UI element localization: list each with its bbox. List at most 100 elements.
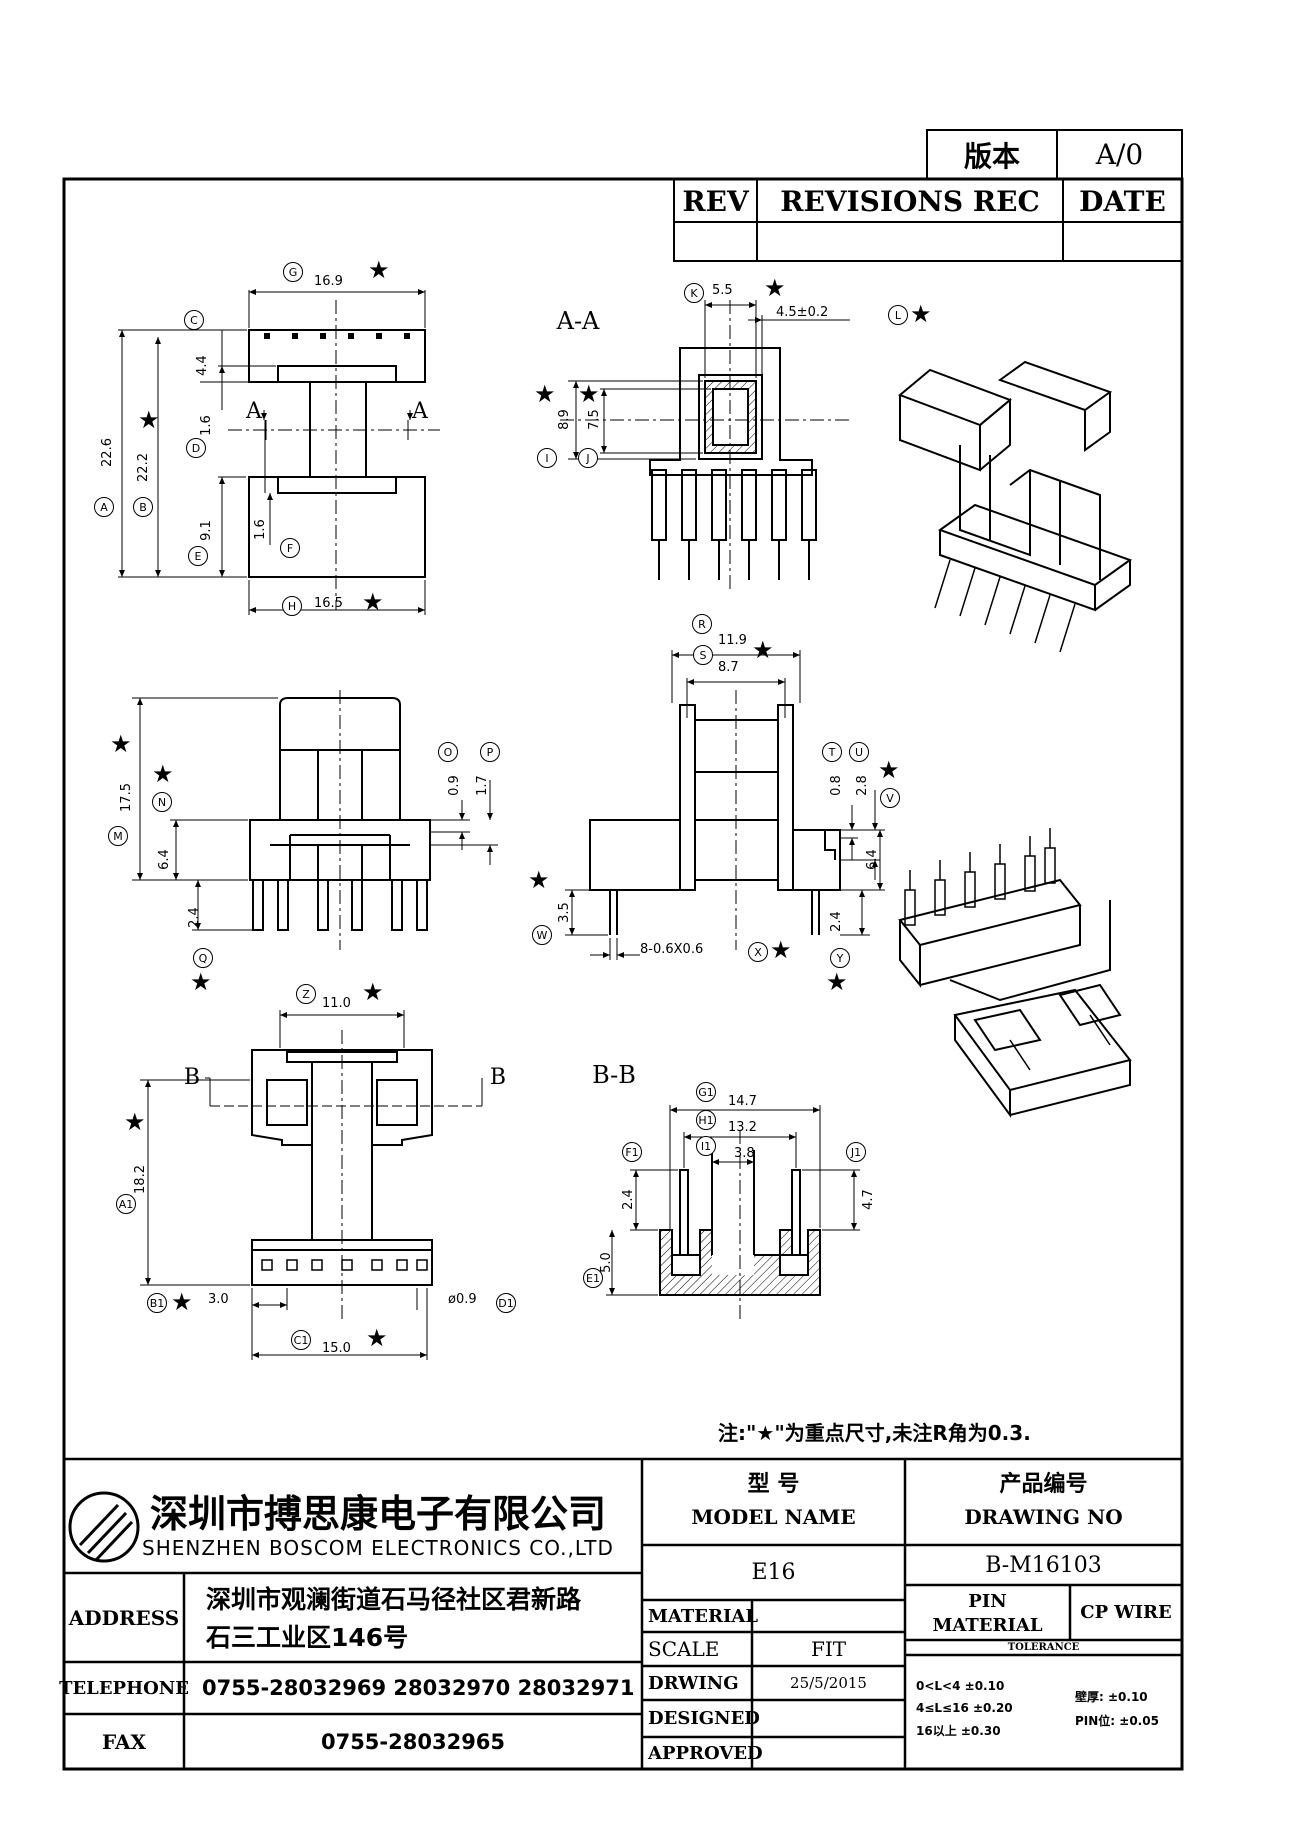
dim-value-Y: 2.4 bbox=[828, 911, 844, 932]
model-value: E16 bbox=[751, 1560, 796, 1585]
dim-value-W: 3.5 bbox=[556, 902, 572, 923]
star-icon: ★ bbox=[534, 380, 556, 408]
dim-letter-U: U bbox=[849, 742, 869, 762]
address-line-1: 深圳市观澜街道石马径社区君新路 bbox=[206, 1585, 582, 1614]
star-icon: ★ bbox=[366, 1324, 388, 1352]
fax-value: 0755-28032965 bbox=[320, 1729, 506, 1754]
dim-value-H: 16.5 bbox=[314, 596, 343, 611]
address-label: ADDRESS bbox=[68, 1605, 180, 1630]
dim-value-M: 17.5 bbox=[118, 783, 134, 812]
dim-value-B: 22.2 bbox=[135, 453, 151, 482]
dim-letter-A1: A1 bbox=[116, 1194, 136, 1214]
dim-letter-V: V bbox=[880, 788, 900, 808]
tolerance-wall: 壁厚: ±0.10 bbox=[1075, 1689, 1148, 1704]
dim-value-A1: 18.2 bbox=[132, 1165, 148, 1194]
dim-letter-L: L bbox=[888, 305, 908, 325]
dim-letter-J1: J1 bbox=[846, 1142, 866, 1162]
dim-letter-E: E bbox=[188, 546, 208, 566]
bottom-view bbox=[140, 1010, 483, 1360]
side-view-left bbox=[132, 690, 498, 950]
front-view bbox=[118, 289, 440, 615]
section-a-right: A bbox=[412, 398, 428, 424]
star-icon: ★ bbox=[138, 406, 160, 434]
dim-value-N: 6.4 bbox=[156, 849, 172, 870]
tolerance-row-3: 16以上 ±0.30 bbox=[916, 1723, 1001, 1738]
drawing-label-cn: 产品编号 bbox=[999, 1471, 1088, 1497]
date-header: DATE bbox=[1079, 185, 1166, 218]
dim-value-S: 8.7 bbox=[718, 660, 739, 675]
tolerance-row-2: 4≤L≤16 ±0.20 bbox=[916, 1701, 1013, 1715]
address-line-2: 石三工业区146号 bbox=[206, 1623, 409, 1652]
dim-letter-C1: C1 bbox=[291, 1330, 311, 1350]
fax-label: FAX bbox=[101, 1729, 147, 1754]
dim-value-H1: 13.2 bbox=[728, 1120, 757, 1135]
section-b-right: B bbox=[489, 1064, 507, 1090]
dim-letter-I1: I1 bbox=[696, 1136, 716, 1156]
company-name-cn: 深圳市搏思康电子有限公司 bbox=[150, 1491, 607, 1536]
telephone-value: 0755-28032969 28032970 28032971 bbox=[202, 1676, 635, 1700]
dim-letter-T: T bbox=[822, 742, 842, 762]
section-a-left: A bbox=[246, 398, 262, 424]
star-icon: ★ bbox=[878, 756, 900, 784]
dim-value-B1: 3.0 bbox=[208, 1292, 229, 1307]
material-value bbox=[752, 1600, 905, 1632]
section-b-left: B bbox=[183, 1064, 201, 1090]
scale-value: FIT bbox=[810, 1637, 847, 1661]
model-label-en: MODEL NAME bbox=[691, 1505, 856, 1529]
view-label-bb: B-B bbox=[592, 1061, 636, 1089]
version-label: 版本 bbox=[963, 139, 1020, 173]
star-icon: ★ bbox=[124, 1108, 146, 1136]
drawing-number: B-M16103 bbox=[985, 1552, 1102, 1578]
dim-value-Q: 2.4 bbox=[186, 907, 202, 928]
pin-material-label: PIN MATERIAL bbox=[932, 1591, 1043, 1636]
drwing-label: DRWING bbox=[648, 1672, 739, 1694]
dim-letter-W: W bbox=[532, 925, 552, 945]
isometric-view-top bbox=[898, 360, 1133, 653]
dim-value-C1: 15.0 bbox=[322, 1341, 351, 1356]
dim-letter-M: M bbox=[108, 826, 128, 846]
star-icon: ★ bbox=[770, 936, 792, 964]
drwing-value: 25/5/2015 bbox=[790, 1674, 867, 1692]
dim-letter-H: H bbox=[282, 596, 302, 616]
dim-value-V: 6.4 bbox=[864, 849, 880, 870]
dim-letter-A: A bbox=[94, 497, 114, 517]
company-name-en: SHENZHEN BOSCOM ELECTRONICS CO.,LTD bbox=[142, 1536, 614, 1560]
pin-material-value: CP WIRE bbox=[1080, 1602, 1172, 1623]
dim-letter-P: P bbox=[480, 742, 500, 762]
dim-value-E1: 5.0 bbox=[598, 1252, 614, 1273]
dim-value-D1: ø0.9 bbox=[448, 1292, 477, 1307]
dim-letter-H1: H1 bbox=[696, 1110, 716, 1130]
dim-value-R: 11.9 bbox=[718, 633, 747, 648]
star-icon: ★ bbox=[110, 730, 132, 758]
star-icon: ★ bbox=[368, 256, 390, 284]
tolerance-pin: PIN位: ±0.05 bbox=[1075, 1713, 1159, 1728]
star-icon: ★ bbox=[362, 978, 384, 1006]
dim-value-O: 0.9 bbox=[446, 775, 462, 796]
dim-letter-Y: Y bbox=[830, 948, 850, 968]
company-logo bbox=[68, 1491, 140, 1563]
key-dimension-note: 注:"★"为重点尺寸,未注R角为0.3. bbox=[718, 1420, 1031, 1445]
dim-letter-N: N bbox=[152, 792, 172, 812]
material-label: MATERIAL bbox=[648, 1605, 759, 1627]
dim-value-K: 5.5 bbox=[712, 283, 733, 298]
dim-letter-G1: G1 bbox=[696, 1082, 716, 1102]
dim-value-D: 1.6 bbox=[198, 415, 214, 436]
dim-value-G: 16.9 bbox=[314, 274, 343, 289]
dim-letter-J: J bbox=[578, 448, 598, 468]
dim-letter-R: R bbox=[692, 614, 712, 634]
side-view-center bbox=[565, 650, 885, 960]
dim-letter-B: B bbox=[133, 497, 153, 517]
dim-value-F1: 2.4 bbox=[620, 1189, 636, 1210]
tolerance-row-1: 0<L<4 ±0.10 bbox=[916, 1679, 1005, 1693]
dim-letter-D: D bbox=[186, 438, 206, 458]
star-icon: ★ bbox=[752, 636, 774, 664]
dim-value-T: 0.8 bbox=[828, 775, 844, 796]
dim-value-Z: 11.0 bbox=[322, 996, 351, 1011]
dim-letter-Q: Q bbox=[193, 948, 213, 968]
dim-letter-F1: F1 bbox=[622, 1142, 642, 1162]
star-icon: ★ bbox=[152, 760, 174, 788]
dim-value-J: 7.5 bbox=[586, 409, 602, 430]
dim-value-K2: 4.5±0.2 bbox=[776, 305, 829, 320]
dim-letter-E1: E1 bbox=[583, 1268, 603, 1288]
